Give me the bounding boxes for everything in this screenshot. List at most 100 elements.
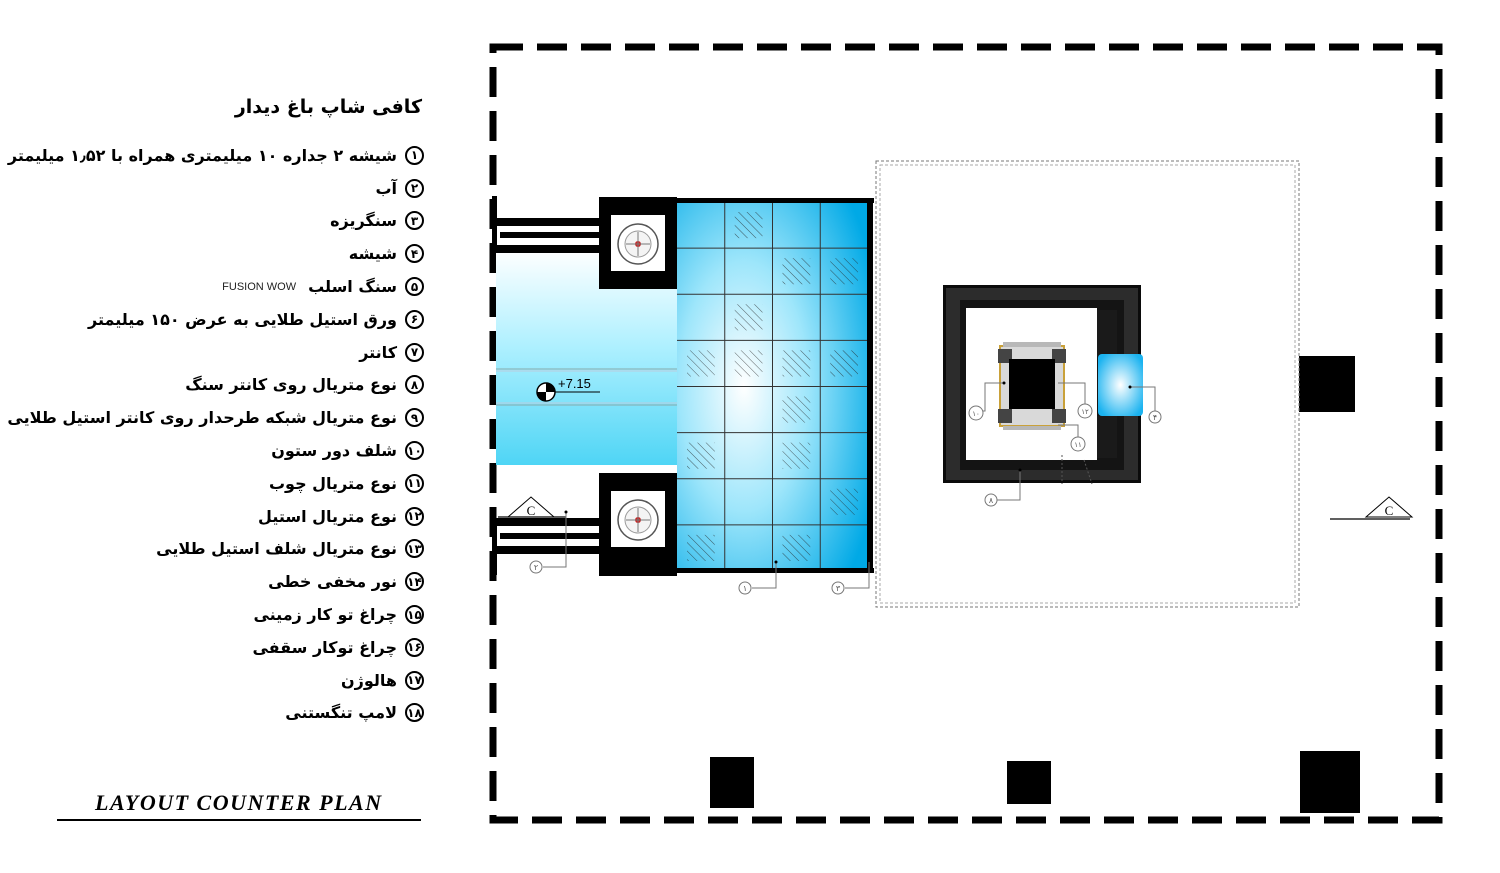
legend-item: ۱ شیشه ۲ جداره ۱۰ میلیمتری همراه با ۱٫۵۲ … [7,139,424,172]
room-outline [489,43,1443,824]
glass-tile-hatch [734,350,763,377]
callout-3: ۳ [831,581,845,595]
legend-item-label: کانتر [359,342,397,362]
glass-floor [677,202,868,571]
legend-item-number: ۱۲ [405,506,424,526]
glass-tile-hatch [687,350,715,377]
legend-item-label: نوع متریال استیل [258,506,397,526]
legend-item: ۷ کانتر [7,336,424,369]
legend-item-number: ۱۶ [405,637,424,657]
section-marker-left-label: C [527,503,536,518]
legend-item-label: شیشه [348,244,397,264]
svg-text:۱۱: ۱۱ [1074,441,1082,449]
legend-item: ۳ سنگریزه [7,205,424,238]
svg-text:۲: ۲ [534,563,538,572]
svg-text:۱: ۱ [743,584,747,593]
callout-12: ۱۲ [1077,403,1093,419]
plan-title: LAYOUT COUNTER PLAN [95,790,383,815]
legend-item-label: شلف دور ستون [271,441,397,461]
callout-8: ۸ [984,493,998,507]
legend-item: ۲ آب [7,172,424,205]
callout-dots [564,381,1132,564]
legend-item: ۱۳ نوع متریال شلف استیل طلایی [7,533,424,566]
callout-2: ۲ [529,560,543,574]
svg-text:۳: ۳ [836,584,841,593]
legend-item-number: ۷ [405,342,424,362]
column-bottom-middle [1007,761,1051,804]
legend-item-label: چراغ تو کار زمینی [253,605,397,625]
water-channel-walls [492,196,600,575]
pillar-top [599,197,677,289]
plan-title-underline [57,819,421,821]
legend-item: ۱۸ لامپ تنگستنی [7,697,424,730]
pillar-bottom [599,473,677,576]
glass-tile-hatch [830,488,858,515]
legend-item-number: ۵ [405,277,424,297]
legend-item-label: لامپ تنگستنی [285,703,397,723]
legend-item-number: ۱۱ [405,473,424,493]
svg-text:۱۲: ۱۲ [1081,408,1089,416]
legend-item-label: نوع متریال روی کانتر سنگ [185,375,397,395]
legend-item-label: سنگ اسلب [308,277,397,297]
legend-item-number: ۲ [405,178,424,198]
callout-1: ۱ [738,581,752,595]
svg-text:۱۰: ۱۰ [972,410,980,418]
legend-item-number: ۶ [405,309,424,329]
legend-item: ۱۴ نور مخفی خطی [7,565,424,598]
glass-tile-hatch [687,534,715,561]
legend-item-note: FUSION WOW [222,280,297,293]
column-shelf [998,342,1066,430]
legend-item-label: نوع متریال چوب [268,473,397,493]
section-marker-left [498,496,566,518]
glass-tile-hatch [734,212,763,239]
glass-tile-hatch [782,442,811,469]
glass-tile-hatch [830,258,858,285]
level-mark [536,382,600,402]
section-marker-right-label: C [1385,503,1394,518]
legend-item-number: ۳ [405,211,424,231]
legend-item-number: ۱۷ [405,670,424,690]
glass-tile-hatch [782,534,811,561]
legend-item-number: ۱۰ [405,441,424,461]
glass-tile-hatch [687,442,715,469]
legend-item: ۸ نوع متریال روی کانتر سنگ [7,369,424,402]
counter-platform-outline [875,160,1300,608]
svg-text:۸: ۸ [989,496,994,505]
glass-tile-hatch [782,350,811,377]
column-bottom-left [710,757,754,808]
glass-tile-hatch [782,396,811,423]
column-bottom-right [1300,751,1360,813]
callout-11: ۱۱ [1070,436,1086,452]
legend-item-number: ۱۳ [405,539,424,559]
legend-item-label: شیشه ۲ جداره ۱۰ میلیمتری همراه با ۱٫۵۲ م… [7,145,397,165]
level-mark-label: +7.15 [558,376,591,391]
svg-text:۴: ۴ [1153,413,1157,422]
glass-tile-hatch [830,350,858,377]
legend-item: ۱۱ نوع متریال چوب [7,467,424,500]
callout-10: ۱۰ [968,405,984,421]
legend-item-number: ۱۸ [405,703,424,723]
callout-leaders [543,382,1156,589]
legend-item: ۵ سنگ اسلب FUSION WOW [7,270,424,303]
legend-item-label: آب [375,178,397,198]
legend-item-label: نوع متریال شلف استیل طلایی [156,539,397,559]
legend-item-label: نور مخفی خطی [268,572,397,592]
section-marker-right [1330,496,1414,520]
legend-item-number: ۱ [405,145,424,165]
legend-item: ۱۰ شلف دور ستون [7,434,424,467]
legend-item-label: چراغ توکار سقفی [252,637,397,657]
legend-item-number: ۱۴ [405,572,424,592]
legend-item: ۱۷ هالوژن [7,664,424,697]
legend: ۱ شیشه ۲ جداره ۱۰ میلیمتری همراه با ۱٫۵۲ … [7,139,424,729]
legend-item-label: سنگریزه [330,211,397,231]
glass-tile-hatch [734,304,763,331]
legend-item-number: ۸ [405,375,424,395]
project-title: کافی شاپ باغ دیدار [234,96,422,118]
legend-item-number: ۹ [405,408,424,428]
legend-item-label: هالوژن [340,670,397,690]
